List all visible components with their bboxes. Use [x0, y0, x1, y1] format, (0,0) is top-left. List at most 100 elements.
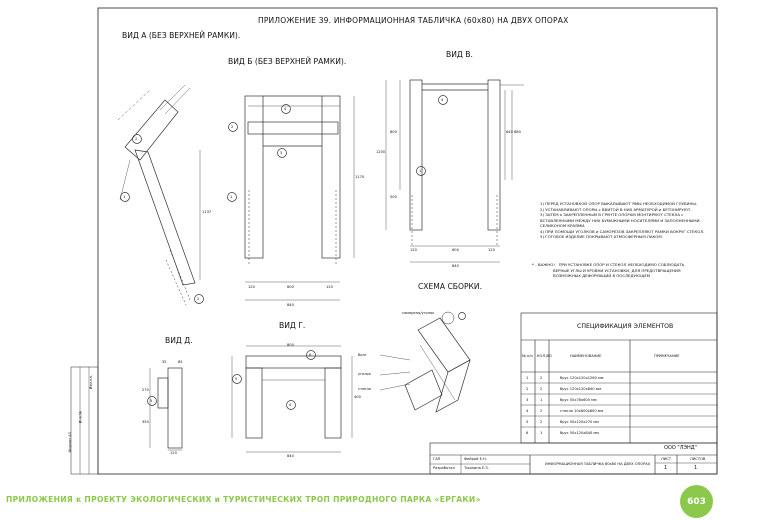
stamp-name1: Фейрой Е.Н. [464, 457, 487, 461]
spec-header-note: ПРИМЕЧАНИЕ [654, 354, 680, 358]
dim-1200: 1200 [376, 150, 386, 154]
assembly-drawing [379, 311, 471, 413]
view-d-drawing [147, 367, 183, 451]
dim-680: 680 [514, 130, 521, 134]
warning-line: ВОЗМОЖНЫХ ДЕФОРМАЦИЙ В ПОСЛЕДУЮЩЕМ [532, 273, 651, 278]
note-line: 1) ПЕРЕД УСТАНОВКОЙ ОПОР ВЫКАПЫВАЮТ ЯМЫ … [540, 201, 698, 206]
callout-1: 1 [230, 195, 233, 199]
assembly-title: СХЕМА СБОРКИ. [418, 282, 483, 291]
spec-cell: брус 50х120х840 мм [560, 431, 599, 435]
note-line: ВСТАВЛЕННЫМИ МЕЖДУ НИХ БУМАЖНЫМИ НОСИТЕЛ… [540, 217, 700, 223]
dim-600-v: 600 [452, 248, 459, 252]
spec-cell: 2 [526, 387, 529, 391]
spec-table-grid [429, 312, 718, 475]
side-label: Изм.пл. [88, 375, 93, 390]
page-number-badge: 603 [680, 485, 713, 518]
view-a-drawing [117, 84, 204, 306]
callout-5: 5 [150, 399, 153, 403]
spec-cell: брус 120х120х840 мм [560, 387, 602, 391]
spec-header-qty: КОЛ-ВО [537, 354, 552, 358]
spec-header-name: НАИМЕНОВАНИЕ [570, 354, 602, 358]
note-line: 2) УСТАНАВЛИВАЮТ ОПОРЫ с ВБИТОЙ В НИХ АР… [540, 206, 692, 212]
spec-cell: 2 [540, 409, 543, 413]
spec-cell: 2 [540, 376, 543, 380]
spec-title: СПЕЦИФИКАЦИЯ ЭЛЕМЕНТОВ [577, 323, 674, 330]
stamp-org: ООО "ЛЭНД" [664, 445, 697, 451]
dim-800: 800 [390, 130, 397, 134]
dim-120-b2: 120 [326, 285, 333, 289]
assembly-notes: 1) ПЕРЕД УСТАНОВКОЙ ОПОР ВЫКАПЫВАЮТ ЯМЫ … [540, 201, 730, 240]
dim-640: 640 [506, 130, 513, 134]
spec-cell: брус 50х120х270 мм [560, 420, 599, 424]
view-d-title: ВИД Д. [165, 336, 193, 345]
spec-cell: 1 [540, 431, 543, 435]
note-line: СЕЛИКОНОМ КРАЯМИ. [540, 223, 586, 228]
callout-3: 3 [280, 151, 283, 155]
stamp-sheets: 1 [694, 465, 698, 471]
assembly-label: болт [358, 353, 367, 357]
view-b-title: ВИД Б (БЕЗ ВЕРХНЕЙ РАМКИ). [228, 57, 347, 66]
note-line: 4) ПРИ ПОМОЩИ УГОЛКОВ и САМОРЕЗОВ ЗАКРЕП… [540, 228, 705, 234]
side-label: Инв.№ [78, 411, 83, 424]
stamp-role2: Разработал [433, 466, 455, 470]
dim-120-v2: 120 [488, 248, 495, 252]
spec-cell: 1 [526, 376, 529, 380]
assembly-label: стекло [358, 387, 371, 391]
spec-cell: брус 50х78х600 мм [560, 398, 597, 402]
stamp-doc-title: ИНФОРМАЦИОННАЯ ТАБЛИЧКА 60х80 НА ДВУХ ОП… [545, 462, 651, 466]
stamp-name2: Тишкина Е.З. [464, 466, 489, 470]
spec-cell: 2 [540, 387, 543, 391]
callout-4: 4 [284, 107, 287, 111]
assembly-label: саморезы/уголок [402, 311, 435, 315]
drawing-frame [97, 7, 718, 475]
view-a-title: ВИД А (БЕЗ ВЕРХНЕЙ РАМКИ). [122, 31, 241, 40]
callout-1: 1 [419, 169, 422, 173]
stamp-sheet-label: ЛИСТ [661, 457, 672, 461]
callout-4: 4 [289, 403, 292, 407]
callout-1: 1 [123, 195, 126, 199]
callout-2: 2 [231, 125, 234, 129]
dim-840-g: 840 [287, 454, 294, 458]
view-g-drawing [231, 345, 353, 453]
footer-caption: ПРИЛОЖЕНИЯ к ПРОЕКТУ ЭКОЛОГИЧЕСКИХ и ТУР… [6, 495, 481, 504]
view-g-title: ВИД Г. [279, 321, 306, 330]
dim-120-d: 120 [170, 451, 177, 455]
assembly-label: уголок [358, 372, 371, 376]
dim-1137: 1137 [202, 210, 212, 214]
stamp-sheet: 1 [664, 465, 668, 471]
spec-cell: 6 [526, 431, 529, 435]
callout-2: 2 [197, 297, 200, 301]
dim-350: 350 [142, 420, 149, 424]
spec-cell: брус 120х120х1260 мм [560, 376, 604, 380]
view-b-drawing [227, 95, 355, 301]
view-v-drawing [385, 79, 524, 263]
dim-800-g: 800 [287, 343, 294, 347]
spec-cell: 5 [526, 420, 529, 424]
side-label: Формат А3 [67, 432, 72, 453]
stamp-sheets-label: ЛИСТОВ [690, 457, 706, 461]
side-strip [70, 366, 99, 475]
dim-270: 270 [142, 388, 149, 392]
dim-400-g: 400 [354, 395, 361, 399]
spec-header-num: № п/п [522, 354, 533, 358]
dim-500: 500 [390, 195, 397, 199]
note-line: 3) ЗАТЕМ к ЗАКРЕПЛЕННЫМ В ГРУНТЕ ОПОРАМ … [540, 212, 684, 217]
dim-35: 35 [162, 360, 167, 364]
callout-6: 6 [309, 353, 312, 357]
callout-4: 4 [441, 98, 444, 102]
dim-120-b: 120 [248, 285, 255, 289]
stamp-role1: ГАП [433, 457, 441, 461]
dim-120-v: 120 [410, 248, 417, 252]
dim-85: 85 [178, 360, 183, 364]
warning-line: ВЕРНЫЕ УГЛЫ И УРОВНИ УСТАНОВКИ, ДЛЯ ПРЕД… [532, 267, 681, 273]
spec-cell: стекло 10х600х800 мм [560, 409, 604, 413]
spec-cell: 1 [540, 398, 543, 402]
spec-cell: 3 [526, 398, 529, 402]
dim-840-b: 840 [287, 303, 294, 307]
warning-note: * - ВАЖНО! ПРИ УСТАНОВКЕ ОПОР И СТЕКОЛ Н… [532, 262, 684, 279]
note-line: 5) ГОТОВОЕ ИЗДЕЛИЕ ПОКРЫВАЮТ АТМОСФЕРНЫМ… [540, 234, 663, 239]
warning-line: * - ВАЖНО! ПРИ УСТАНОВКЕ ОПОР И СТЕКОЛ Н… [532, 262, 685, 267]
sheet-title: ПРИЛОЖЕНИЕ 39. ИНФОРМАЦИОННАЯ ТАБЛИЧКА (… [258, 16, 569, 25]
